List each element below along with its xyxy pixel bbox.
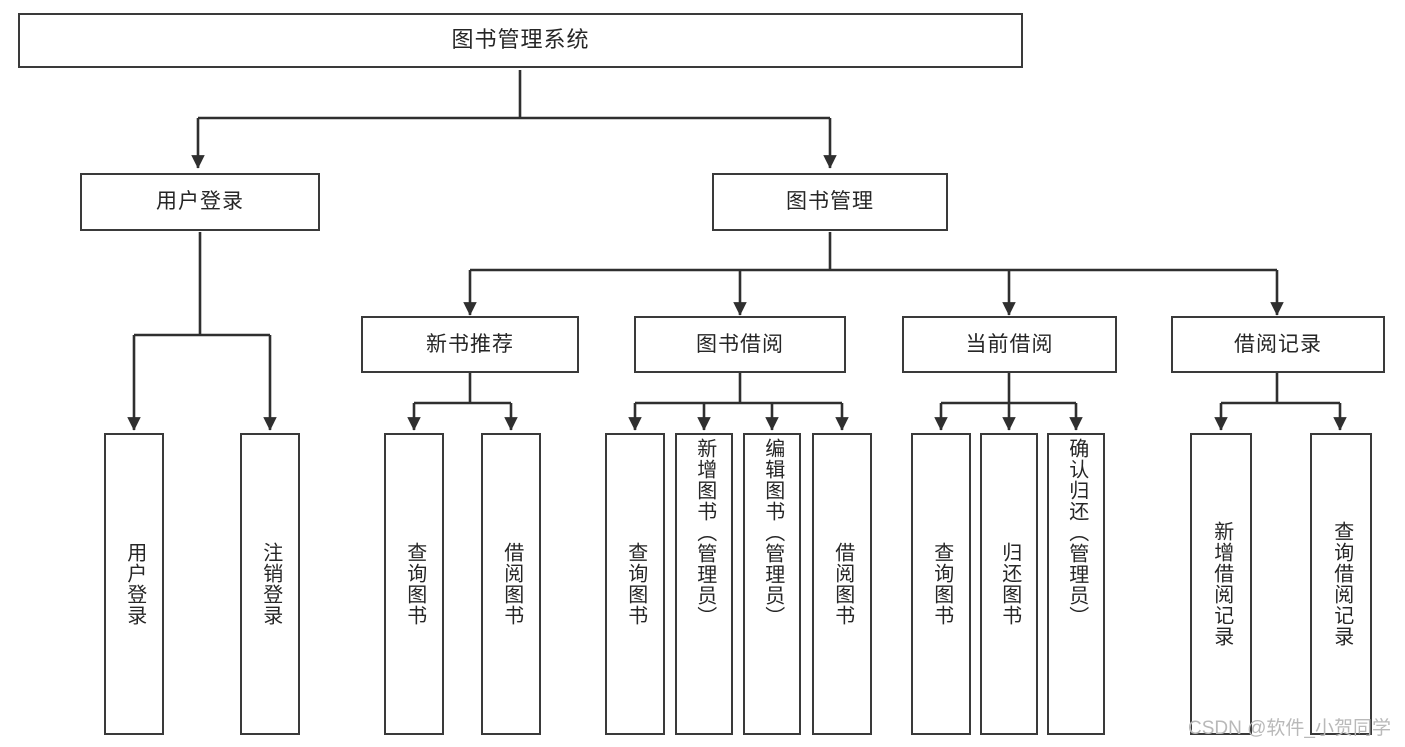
- node-label: 图书借阅: [696, 332, 784, 356]
- node-label: 查询图书: [930, 542, 953, 626]
- node-label: 确认归还（管理员）: [1065, 438, 1088, 627]
- leaf-logout-login[interactable]: 注销登录: [240, 433, 300, 735]
- leaf-add-book-admin[interactable]: 新增图书（管理员）: [675, 433, 733, 735]
- node-current-borrow[interactable]: 当前借阅: [902, 316, 1117, 373]
- leaf-user-login[interactable]: 用户登录: [104, 433, 164, 735]
- node-label: 编辑图书（管理员）: [761, 438, 784, 627]
- node-label: 借阅图书: [831, 542, 854, 626]
- node-label: 图书管理系统: [451, 27, 590, 53]
- node-label: 用户登录: [156, 190, 244, 214]
- node-label: 当前借阅: [965, 332, 1054, 356]
- csdn-watermark: CSDN @软件_小贺同学: [1188, 718, 1391, 739]
- node-root-book-management-system[interactable]: 图书管理系统: [18, 13, 1023, 68]
- node-label: 新增借阅记录: [1210, 521, 1233, 647]
- node-book-borrow[interactable]: 图书借阅: [634, 316, 846, 373]
- node-label: 查询借阅记录: [1330, 521, 1353, 647]
- node-borrow-record[interactable]: 借阅记录: [1171, 316, 1385, 373]
- node-label: 注销登录: [259, 542, 282, 626]
- node-label: 图书管理: [786, 190, 874, 214]
- node-label: 归还图书: [998, 542, 1021, 626]
- leaf-query-book-recommend[interactable]: 查询图书: [384, 433, 444, 735]
- node-book-management[interactable]: 图书管理: [712, 173, 948, 231]
- leaf-query-book-current[interactable]: 查询图书: [911, 433, 971, 735]
- node-label: 借阅图书: [500, 542, 523, 626]
- leaf-confirm-return-admin[interactable]: 确认归还（管理员）: [1047, 433, 1105, 735]
- leaf-borrow-book-borrow[interactable]: 借阅图书: [812, 433, 872, 735]
- leaf-edit-book-admin[interactable]: 编辑图书（管理员）: [743, 433, 801, 735]
- node-label: 新书推荐: [426, 332, 514, 356]
- node-label: 用户登录: [123, 542, 146, 626]
- node-label: 查询图书: [403, 542, 426, 626]
- leaf-query-book-borrow[interactable]: 查询图书: [605, 433, 665, 735]
- node-label: 查询图书: [624, 542, 647, 626]
- node-user-login[interactable]: 用户登录: [80, 173, 320, 231]
- leaf-query-borrow-record[interactable]: 查询借阅记录: [1310, 433, 1372, 735]
- leaf-borrow-book-recommend[interactable]: 借阅图书: [481, 433, 541, 735]
- node-label: 借阅记录: [1234, 332, 1322, 356]
- leaf-return-book[interactable]: 归还图书: [980, 433, 1038, 735]
- node-new-book-recommend[interactable]: 新书推荐: [361, 316, 579, 373]
- node-label: 新增图书（管理员）: [693, 438, 716, 627]
- leaf-add-borrow-record[interactable]: 新增借阅记录: [1190, 433, 1252, 735]
